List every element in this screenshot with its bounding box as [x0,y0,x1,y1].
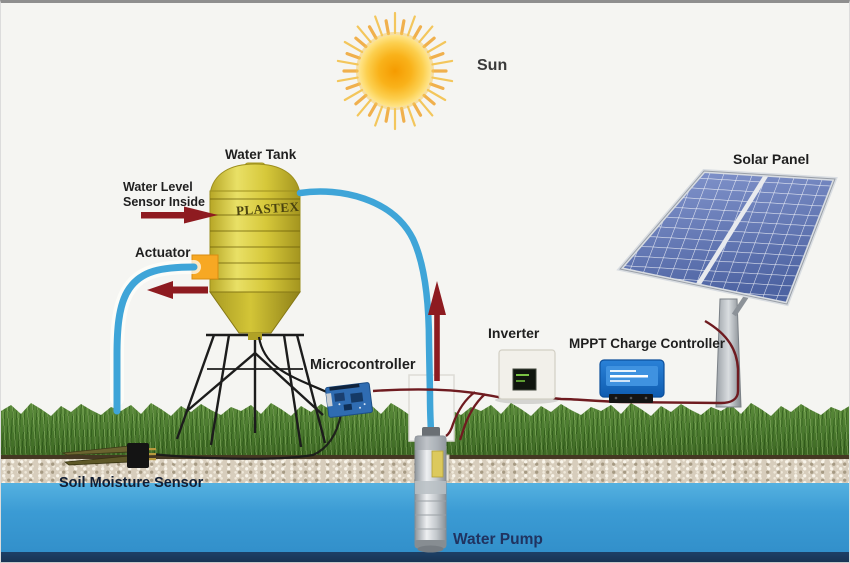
wire-solar-to-devices [372,319,740,405]
sun-icon [336,11,454,131]
sun-label: Sun [477,57,508,74]
wire-to-pump-b [458,393,486,441]
tank-stand [175,333,327,448]
water-tank-label: Water Tank [225,147,297,162]
tank-brand-text: PLASTEX [236,199,300,218]
inverter-box [495,349,559,404]
water-pump-label: Water Pump [453,531,543,548]
solar-panel [616,168,838,307]
mppt-label: MPPT Charge Controller [569,336,726,351]
wire-to-pump-a [445,391,476,437]
actuator-flow-arrow-left [147,281,208,299]
water-pump-device [414,427,447,553]
soil-moisture-sensor-label: Soil Moisture Sensor [59,475,204,491]
water-level-arrow-right [141,206,218,224]
actuator-label: Actuator [135,245,191,260]
pipe-tank-to-pump [296,188,435,439]
microcontroller-board [325,382,373,418]
pipe-actuator-outflow [113,263,198,415]
water-level-sensor-label: Water Level Sensor Inside [123,180,205,209]
mppt-controller-box [599,359,665,403]
wire-tank-sensor-to-microcontroller [257,336,330,395]
solar-panel-label: Solar Panel [733,151,810,167]
wire-microcontroller-to-soil-sensor [150,413,343,460]
inverter-label: Inverter [488,325,540,341]
pump-flow-arrow-up [428,281,446,381]
water-tank: PLASTEX [209,162,301,340]
microcontroller-label: Microcontroller [310,357,416,373]
soil-moisture-sensor-device [61,443,156,468]
water-floor-strip [1,552,849,562]
